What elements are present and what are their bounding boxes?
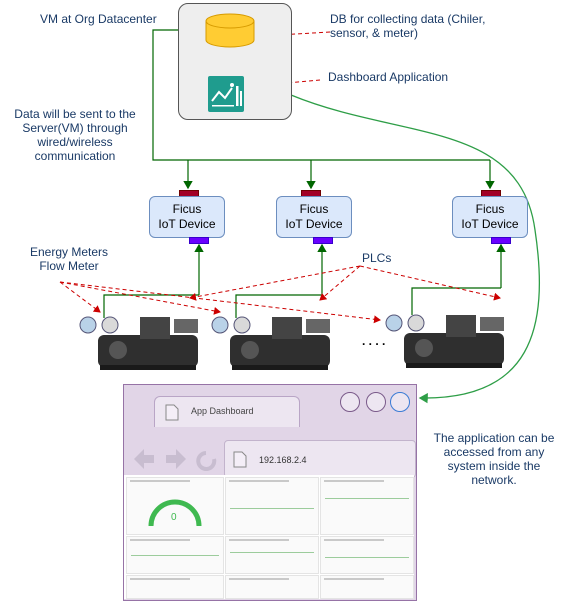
refresh-icon [196,451,217,471]
db-label: DB for collecting data (Chiler, sensor, … [330,12,486,40]
tab-label: App Dashboard [191,406,254,416]
chart-panel [225,477,319,535]
chart-panel [225,575,319,599]
minimize-button[interactable] [340,392,360,412]
iot-device-3: Ficus IoT Device [452,196,528,238]
nav-controls [134,449,217,471]
iot-device-line2: IoT Device [461,217,519,231]
vm-server-box [178,3,292,120]
chart-panel [126,575,224,599]
page-icon [233,451,247,468]
network-access-curve [290,94,541,404]
iot-device-1: Ficus IoT Device [149,196,225,238]
dashboard-icon [208,76,244,112]
iot-connector-bottom [313,237,333,244]
chart-panel [126,536,224,574]
ellipsis: . . . . [362,334,386,348]
data-sent-label: Data will be sent to the Server(VM) thro… [14,107,136,163]
iot-device-line1: Ficus [172,202,202,216]
chart-panel [320,575,414,599]
maximize-button[interactable] [366,392,386,412]
plcs-label: PLCs [362,251,392,265]
close-button[interactable] [390,392,410,412]
iot-device-line1: Ficus [299,202,329,216]
address-bar[interactable]: 192.168.2.4 [224,440,416,478]
iot-device-line2: IoT Device [158,217,216,231]
vm-label: VM at Org Datacenter [40,12,157,26]
energy-meter-icon [385,314,403,332]
document-icon [165,404,179,421]
dashboard-app-label: Dashboard Application [328,70,449,84]
chiller-unit-3 [385,314,504,368]
app-dashboard-window: App Dashboard 192.168.2.4 0 [123,384,417,601]
address-text: 192.168.2.4 [259,455,307,465]
dashboard-screenshot: 0 [124,475,414,599]
tab-app-dashboard[interactable]: App Dashboard [154,396,300,427]
iot-device-line2: IoT Device [285,217,343,231]
chart-panel [225,536,319,574]
database-icon [205,13,255,48]
iot-connector-bottom [189,237,209,244]
access-note: The application can be accessed from any… [433,431,555,487]
flow-meter-icon [101,316,119,334]
gauge-value: 0 [171,512,177,523]
forward-arrow-icon [166,449,186,469]
chart-panel [320,477,414,535]
chart-panel [320,536,414,574]
iot-device-line1: Ficus [475,202,505,216]
iot-device-2: Ficus IoT Device [276,196,352,238]
chiller-unit-2 [211,316,330,370]
energy-meter-icon [79,316,97,334]
gauge-icon [148,499,202,527]
chiller-unit-1 [79,316,198,370]
gauge-panel: 0 [126,477,224,535]
iot-connector-bottom [491,237,511,244]
energy-meter-icon [211,316,229,334]
flow-meter-icon [233,316,251,334]
back-arrow-icon [134,449,154,469]
flow-meter-icon [407,314,425,332]
energy-meters-label: Energy Meters Flow Meter [29,245,109,273]
